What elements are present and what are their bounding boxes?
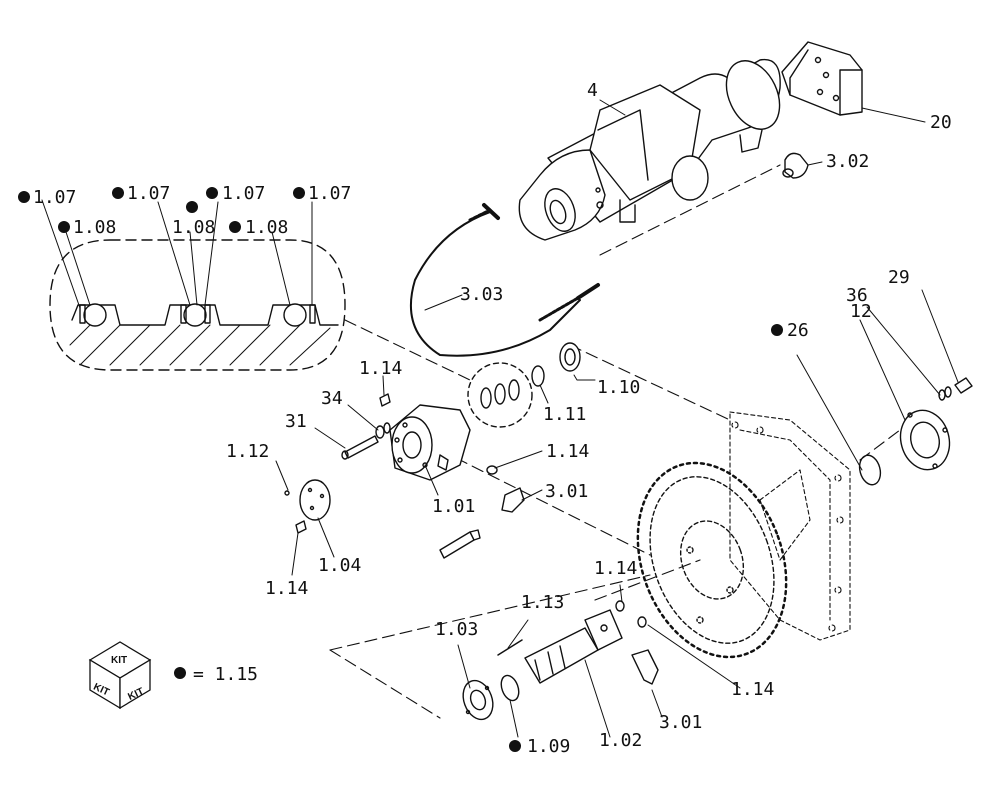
part-labels: 1.07 1.08 1.07 1.08 1.07 1.08 1.07 4 20 … [33,80,952,757]
label-1-08-b: 1.08 [172,217,215,238]
o-ring-part-26 [858,454,882,486]
label-1-14-b: 1.14 [546,441,589,462]
bracket-part-20 [781,41,863,116]
label-1-10: 1.10 [597,377,640,398]
o-ring-part-1-09 [500,674,520,702]
label-3-02: 3.02 [826,151,869,172]
fitting-part-3-01-upper [501,487,525,513]
label-1-08-c: 1.08 [245,217,288,238]
label-1-14-c: 1.14 [265,578,308,599]
label-29: 29 [888,267,910,288]
label-20: 20 [930,112,952,133]
label-1-07-d: 1.07 [308,183,351,204]
label-1-14-a: 1.14 [359,358,402,379]
label-3-01-a: 3.01 [545,481,588,502]
kit-box-top-text: KIT [111,655,127,666]
label-34: 34 [321,388,343,409]
label-36: 36 [846,285,868,306]
cover-part-12 [899,409,951,471]
cylinder-part-4 [518,58,781,241]
label-1-04: 1.04 [318,555,361,576]
washer-part-36 [938,386,952,401]
label-1-02: 1.02 [599,730,642,751]
label-1-11: 1.11 [543,404,586,425]
label-1-01: 1.01 [432,496,475,517]
seal-detail-inset [49,239,346,371]
label-1-14-e: 1.14 [731,679,774,700]
fitting-part-3-01-lower [631,649,659,685]
ring-part-1-03 [462,679,494,721]
label-31: 31 [285,411,307,432]
screw-part-1-13 [497,639,523,656]
cover-plate-part-1-04 [284,479,331,534]
screw-part-1-14-top [379,393,391,407]
label-1-09: 1.09 [527,736,570,757]
label-1-07-b: 1.07 [127,183,170,204]
washer-part-34 [375,422,391,439]
label-1-13: 1.13 [521,592,564,613]
label-3-03: 3.03 [460,284,503,305]
spool-part-1-02 [524,609,623,684]
hose-part-3-03 [409,203,600,357]
label-1-12: 1.12 [226,441,269,462]
flywheel-housing [729,411,851,641]
kit-box-icon [88,641,152,710]
callout-leaders [41,99,959,738]
fitting-part-3-02 [782,152,809,179]
screw-part-1-14-lower [615,600,647,628]
label-26: 26 [787,320,809,341]
label-3-01-b: 3.01 [659,712,702,733]
label-1-07-c: 1.07 [222,183,265,204]
label-12: 12 [850,301,872,322]
flywheel-ring-gear [636,461,788,659]
label-1-14-d: 1.14 [594,558,637,579]
label-1-03: 1.03 [435,619,478,640]
valve-body-part-1-01 [389,404,471,481]
label-1-07-a: 1.07 [33,187,76,208]
bolt-part-29 [954,377,973,394]
rod-end [439,529,481,559]
o-ring-group [467,342,581,428]
kit-legend-text: = 1.15 [193,664,258,685]
kit-bullet-markers [18,187,783,752]
label-1-08-a: 1.08 [73,217,116,238]
bolt-part-31 [341,435,379,460]
label-4: 4 [587,80,598,101]
screw-part-1-14-mid [486,465,498,475]
